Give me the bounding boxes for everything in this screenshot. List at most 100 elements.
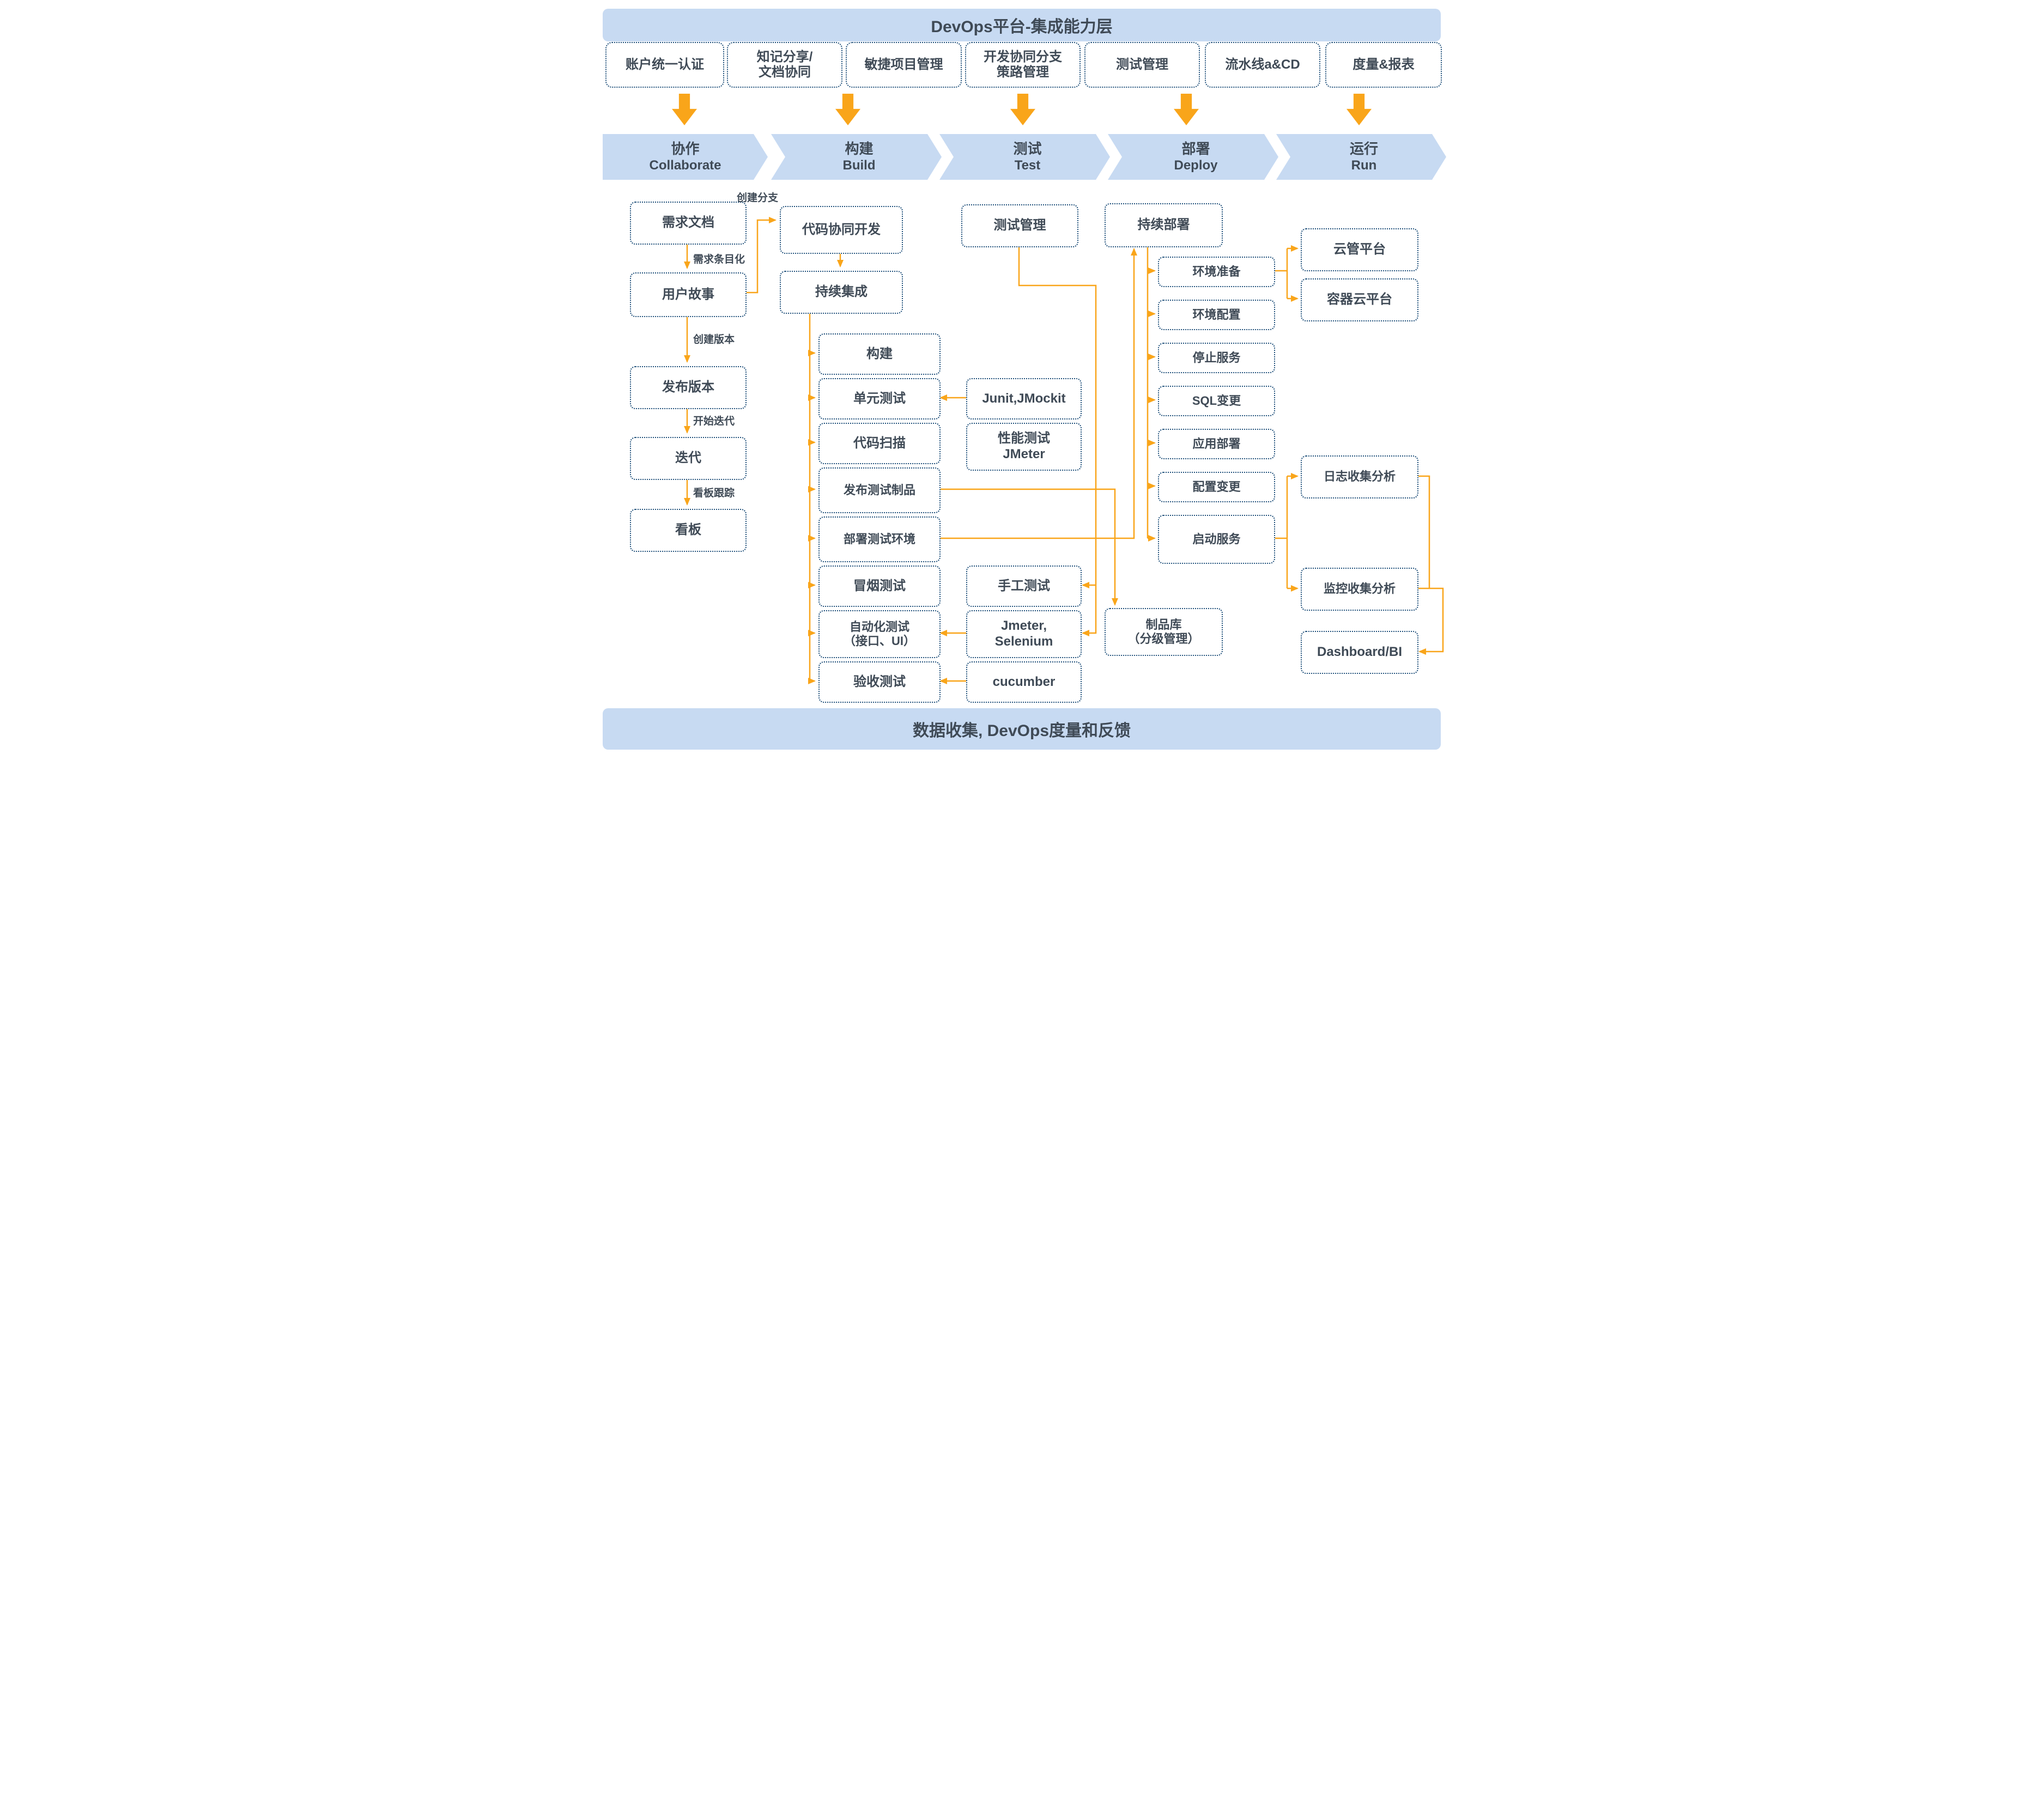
node-manual-test: 手工测试	[966, 566, 1082, 607]
node-label: 应用部署	[1192, 436, 1241, 451]
node-label: 性能测试 JMeter	[998, 431, 1050, 461]
node-label: cucumber	[992, 674, 1056, 689]
capability-label: 敏捷项目管理	[864, 57, 943, 72]
edge-label-create-version: 创建版本	[693, 334, 735, 345]
capability-branch-policy: 开发协同分支 策路管理	[965, 42, 1081, 88]
node-label: 持续部署	[1137, 217, 1190, 233]
node-cloud-mgmt: 云管平台	[1301, 228, 1418, 271]
stage-run: 运行 Run	[1276, 134, 1446, 180]
stage-label-en: Collaborate	[649, 157, 721, 173]
node-label: Dashboard/BI	[1317, 644, 1403, 660]
capability-test-mgmt: 测试管理	[1084, 42, 1200, 88]
node-jmeter-selenium: Jmeter, Selenium	[966, 610, 1082, 658]
node-label: 手工测试	[998, 578, 1050, 593]
node-code-scan: 代码扫描	[818, 423, 941, 464]
stage-label-zh: 测试	[1013, 141, 1042, 157]
capability-pipeline: 流水线a&CD	[1205, 42, 1320, 88]
node-label: 配置变更	[1192, 479, 1241, 494]
node-artifact-repo: 制品库 （分级管理）	[1105, 608, 1223, 656]
node-label: 测试管理	[993, 218, 1046, 233]
node-iteration: 迭代	[630, 437, 747, 480]
node-env-config: 环境配置	[1158, 300, 1275, 330]
node-label: 环境配置	[1192, 307, 1241, 321]
edge-label-start-iteration: 开始迭代	[693, 416, 735, 427]
devops-diagram: DevOps平台-集成能力层 账户统一认证 知记分享/ 文档协同 敏捷项目管理 …	[596, 0, 1448, 755]
node-test-mgmt: 测试管理	[961, 204, 1078, 247]
node-build: 构建	[818, 333, 941, 375]
node-smoke-test: 冒烟测试	[818, 566, 941, 607]
node-log-analysis: 日志收集分析	[1301, 455, 1418, 498]
node-label: 发布版本	[662, 380, 714, 395]
stage-collaborate: 协作 Collaborate	[603, 134, 768, 180]
node-label: 日志收集分析	[1323, 470, 1396, 484]
node-user-story: 用户故事	[630, 272, 747, 317]
edge-label-kanban-track: 看板跟踪	[693, 488, 735, 499]
stage-label-zh: 运行	[1349, 141, 1378, 157]
edge-releaseartifact-repo	[938, 488, 1118, 606]
node-junit-jmockit: Junit,JMockit	[966, 378, 1082, 419]
edge-userstory-codedev	[744, 217, 777, 294]
node-label: 发布测试制品	[843, 483, 915, 497]
node-config-change: 配置变更	[1158, 472, 1275, 502]
node-label: 停止服务	[1192, 350, 1241, 364]
node-auto-test: 自动化测试 （接口、UI）	[818, 610, 941, 658]
node-ci: 持续集成	[780, 271, 903, 314]
capability-auth: 账户统一认证	[605, 42, 724, 88]
node-label: 验收测试	[853, 674, 906, 689]
capability-label: 度量&报表	[1352, 57, 1415, 72]
capability-agile: 敏捷项目管理	[846, 42, 962, 88]
edge-label-create-branch: 创建分支	[737, 192, 779, 204]
node-label: Jmeter, Selenium	[994, 618, 1053, 649]
stage-label-en: Build	[842, 157, 876, 173]
node-label: 需求文档	[662, 215, 714, 230]
stage-label-zh: 构建	[845, 141, 874, 157]
capability-label: 账户统一认证	[626, 57, 704, 72]
stage-label-zh: 协作	[671, 141, 700, 157]
stage-test: 测试 Test	[939, 134, 1110, 180]
node-label: 单元测试	[853, 391, 906, 406]
capability-label: 流水线a&CD	[1225, 57, 1300, 72]
node-perf-test-jmeter: 性能测试 JMeter	[966, 423, 1082, 471]
node-dashboard-bi: Dashboard/BI	[1301, 631, 1418, 674]
node-kanban: 看板	[630, 509, 747, 552]
stage-deploy: 部署 Deploy	[1108, 134, 1278, 180]
node-cd: 持续部署	[1105, 203, 1223, 247]
node-deploy-test-env: 部署测试环境	[818, 516, 941, 562]
node-monitor-analysis: 监控收集分析	[1301, 568, 1418, 611]
node-cucumber: cucumber	[966, 661, 1082, 703]
capability-label: 开发协同分支 策路管理	[984, 50, 1062, 80]
node-label: 代码协同开发	[802, 222, 881, 237]
stage-label-zh: 部署	[1181, 141, 1210, 157]
node-label: 构建	[866, 346, 893, 361]
node-label: 容器云平台	[1327, 292, 1392, 307]
node-label: 迭代	[675, 451, 701, 466]
edge-monitoranalysis-dashboard	[1416, 587, 1444, 655]
capability-label: 测试管理	[1116, 57, 1168, 72]
node-label: 自动化测试 （接口、UI）	[843, 619, 915, 648]
node-label: 代码扫描	[853, 435, 906, 451]
node-acceptance-test: 验收测试	[818, 661, 941, 703]
node-label: 冒烟测试	[853, 578, 906, 593]
capability-knowledge: 知记分享/ 文档协同	[727, 42, 842, 88]
node-label: SQL变更	[1192, 393, 1241, 408]
node-label: 看板	[675, 522, 701, 538]
node-release-version: 发布版本	[630, 366, 747, 409]
node-label: 云管平台	[1333, 242, 1386, 257]
edge-label-itemize: 需求条目化	[693, 254, 745, 265]
node-label: 启动服务	[1192, 532, 1241, 546]
node-release-artifact: 发布测试制品	[818, 467, 941, 513]
capability-label: 知记分享/ 文档协同	[756, 50, 813, 80]
stage-label-en: Test	[1014, 157, 1041, 173]
node-label: 持续集成	[815, 284, 868, 300]
node-label: 制品库 （分级管理）	[1127, 617, 1200, 646]
stage-label-en: Deploy	[1174, 157, 1218, 173]
connector-layer	[684, 217, 1444, 684]
node-start-svc: 启动服务	[1158, 515, 1275, 564]
edge-loganalysis-join	[1416, 475, 1430, 588]
footer-title: 数据收集, DevOps度量和反馈	[912, 722, 1131, 740]
node-env-prep: 环境准备	[1158, 257, 1275, 287]
stage-build: 构建 Build	[771, 134, 942, 180]
node-label: 部署测试环境	[843, 532, 915, 546]
page-title: DevOps平台-集成能力层	[931, 18, 1113, 36]
node-label: Junit,JMockit	[982, 391, 1066, 406]
